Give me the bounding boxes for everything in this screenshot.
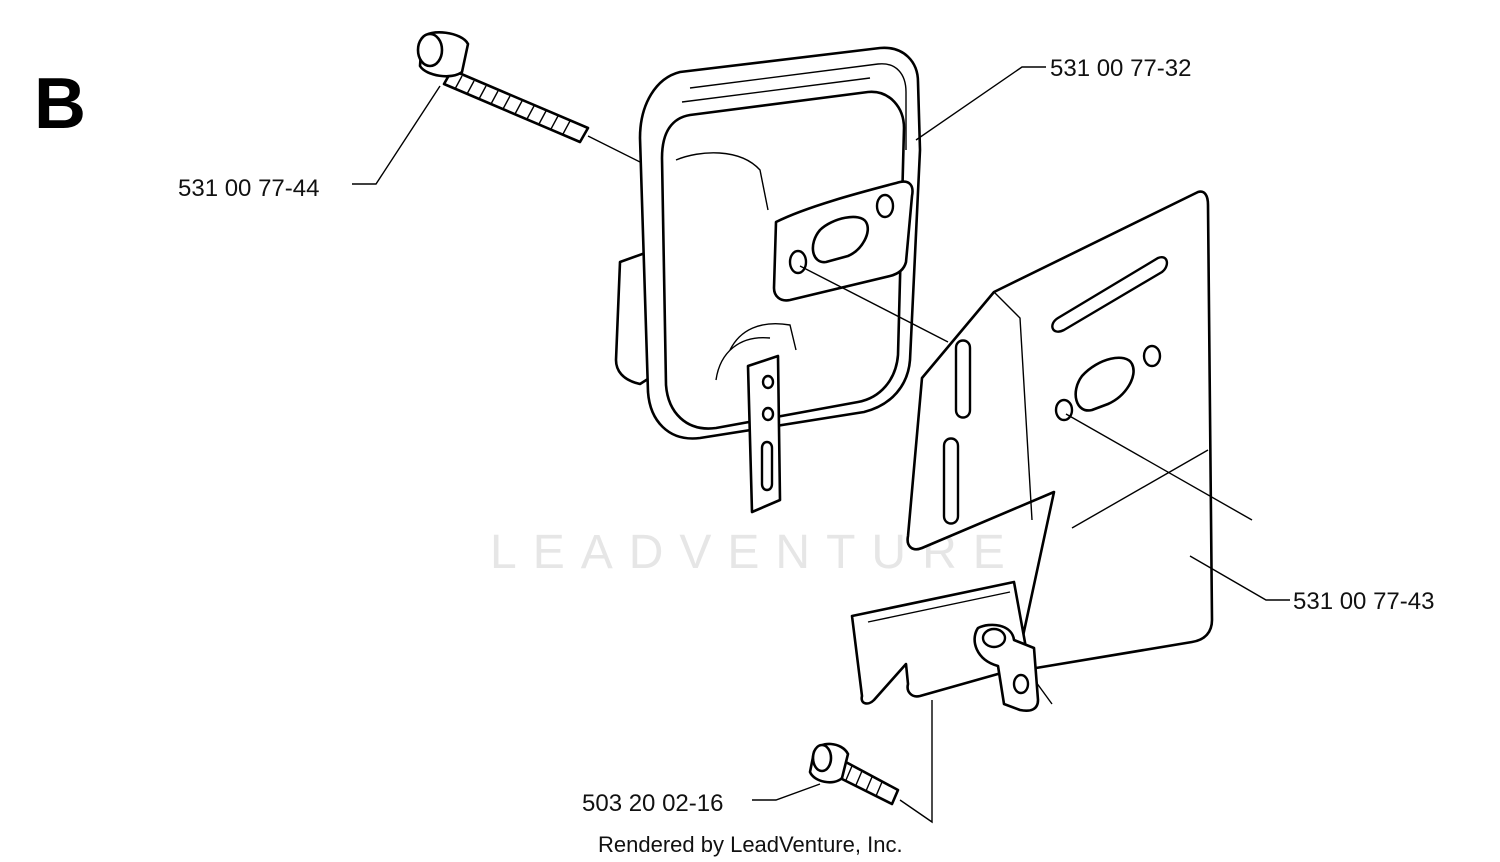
section-letter: B (34, 64, 86, 144)
long-screw-part (416, 31, 649, 167)
bracket-part (850, 190, 1253, 712)
credit-line: Rendered by LeadVenture, Inc. (598, 832, 903, 857)
part-label-short-screw: 503 20 02-16 (582, 790, 723, 817)
part-label-muffler: 531 00 77-32 (1050, 55, 1191, 82)
leader-lines (352, 66, 1290, 824)
part-label-long-screw: 531 00 77-44 (178, 175, 319, 202)
short-screw-part (808, 742, 900, 806)
part-label-bracket: 531 00 77-43 (1293, 588, 1434, 615)
muffler-part (614, 46, 922, 514)
